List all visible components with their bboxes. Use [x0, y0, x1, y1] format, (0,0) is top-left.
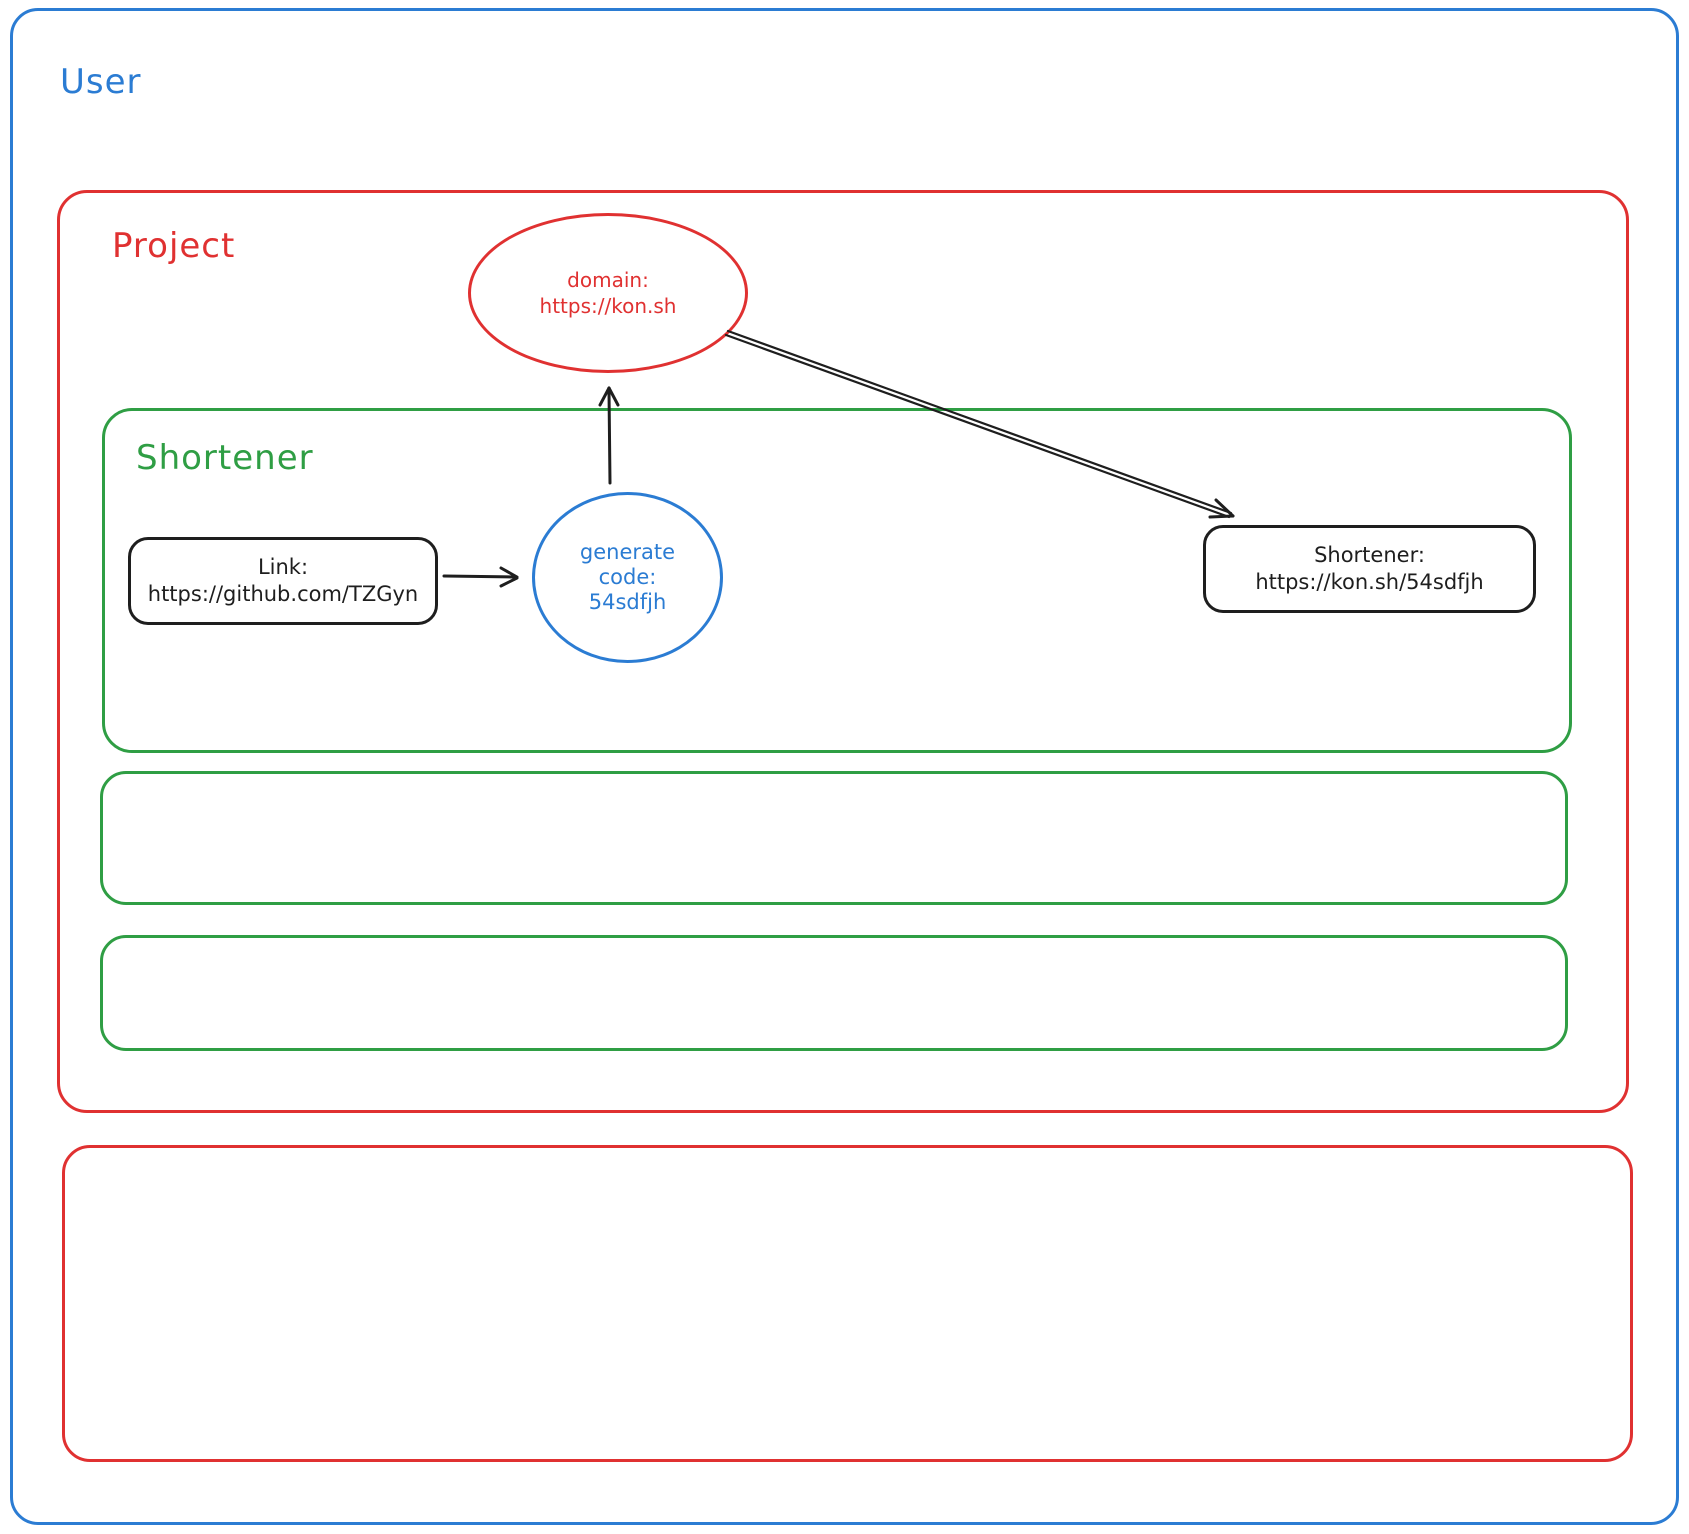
arrow-domain-to-shorturl[interactable] [724, 329, 1235, 519]
arrow-generate-to-domain[interactable] [598, 386, 620, 485]
generate-code-line2: code: [598, 565, 657, 589]
shortener-container-label: Shortener [136, 438, 314, 478]
project-container-label: Project [112, 226, 236, 266]
user-container[interactable] [10, 8, 1679, 1525]
generate-code-line1: generate [579, 540, 676, 564]
domain-label-line1: domain: [567, 268, 649, 292]
generate-code-node[interactable]: generate code: 54sdfjh [532, 492, 723, 663]
empty-green-box-2[interactable] [100, 935, 1568, 1051]
generate-code-value: 54sdfjh [588, 590, 667, 614]
empty-green-box-1[interactable] [100, 771, 1568, 905]
shortener-container[interactable] [102, 408, 1572, 753]
user-container-label: User [60, 62, 142, 102]
short-url-label-line1: Shortener: [1314, 543, 1425, 567]
short-url-text: https://kon.sh/54sdfjh [1255, 570, 1484, 594]
domain-ellipse-node[interactable]: domain: https://kon.sh [468, 213, 748, 373]
arrow-link-to-generate[interactable] [442, 566, 519, 588]
link-node[interactable]: Link: https://github.com/TZGyn [128, 537, 438, 625]
empty-red-box[interactable] [62, 1145, 1633, 1462]
domain-url-text: https://kon.sh [539, 294, 677, 318]
project-container[interactable] [57, 190, 1629, 1113]
link-label-line1: Link: [257, 555, 309, 579]
short-url-node[interactable]: Shortener: https://kon.sh/54sdfjh [1203, 525, 1536, 613]
link-url-text: https://github.com/TZGyn [147, 582, 419, 606]
